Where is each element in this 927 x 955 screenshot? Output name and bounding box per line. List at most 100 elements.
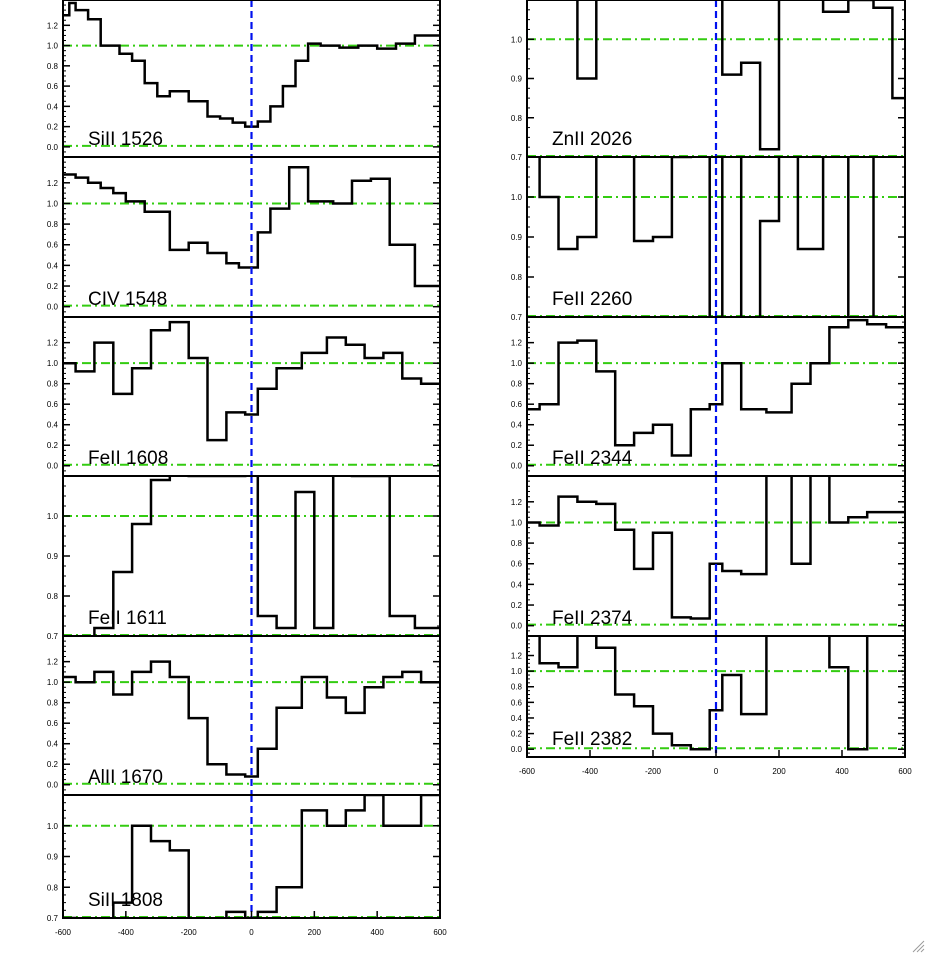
y-tick-label: 0.6	[511, 560, 523, 569]
y-tick-label: 1.0	[47, 822, 59, 831]
y-tick-label: 0.0	[47, 303, 59, 312]
y-tick-label: 0.9	[47, 853, 59, 862]
y-tick-label: 1.2	[511, 339, 523, 348]
spectrum-feii-2260	[538, 157, 875, 317]
y-tick-label: 1.0	[511, 35, 523, 44]
spectrum-znii-2026	[576, 0, 905, 151]
y-tick-label: 0.0	[511, 462, 523, 471]
x-tick-label: 200	[308, 928, 322, 937]
x-tick-label: -400	[118, 928, 135, 937]
y-tick-label: 0.2	[511, 730, 523, 739]
y-tick-label: 0.9	[511, 75, 523, 84]
x-tick-label: 600	[433, 928, 447, 937]
y-tick-label: 0.4	[47, 102, 59, 111]
panel-label-alii-1670: AlII 1670	[88, 767, 163, 788]
x-tick-label: -200	[645, 767, 662, 776]
panel-label-siii-1808: SiII 1808	[88, 890, 163, 911]
y-tick-label: 1.0	[47, 359, 59, 368]
panel-label-feii-1611: FeII 1611	[88, 608, 167, 629]
y-tick-label: 0.4	[511, 421, 523, 430]
y-tick-label: 0.6	[47, 241, 59, 250]
y-tick-label: 1.0	[511, 667, 523, 676]
y-tick-label: 0.2	[511, 441, 523, 450]
x-tick-label: 400	[370, 928, 384, 937]
y-tick-label: 1.0	[511, 518, 523, 527]
y-tick-label: 0.4	[511, 580, 523, 589]
y-tick-label: 0.8	[47, 380, 59, 389]
y-tick-label: 0.2	[511, 601, 523, 610]
spectrum-feii-2382	[538, 636, 869, 751]
y-tick-label: 0.2	[47, 441, 59, 450]
y-tick-label: 0.9	[511, 233, 523, 242]
y-tick-label: 0.2	[47, 123, 59, 132]
spectrum-feii-2344	[527, 318, 905, 457]
spectrum-alii-1670	[63, 660, 440, 778]
spectrum-feii-1611	[93, 476, 440, 636]
y-tick-label: 0.0	[511, 622, 523, 631]
x-tick-label: 0	[714, 767, 719, 776]
y-tick-label: 0.4	[47, 261, 59, 270]
y-tick-label: 0.8	[47, 699, 59, 708]
y-tick-label: 0.7	[47, 632, 59, 641]
y-tick-label: 0.7	[47, 914, 59, 923]
panel-label-feii-2260: FeII 2260	[552, 289, 632, 310]
y-tick-label: 0.0	[47, 462, 59, 471]
x-tick-label: 400	[835, 767, 849, 776]
y-tick-label: 1.0	[511, 359, 523, 368]
y-tick-label: 0.8	[511, 114, 523, 123]
y-tick-label: 0.7	[511, 153, 523, 162]
y-tick-label: 1.0	[47, 678, 59, 687]
panel-label-feii-2374: FeII 2374	[552, 608, 633, 629]
x-tick-label: -600	[55, 928, 72, 937]
y-tick-label: 0.0	[511, 745, 523, 754]
x-tick-label: -600	[519, 767, 536, 776]
x-tick-label: -200	[181, 928, 198, 937]
x-tick-label: -400	[582, 767, 599, 776]
y-tick-label: 0.6	[47, 400, 59, 409]
x-tick-label: 600	[898, 767, 912, 776]
x-axis-right: -600 -400 -200 0 200 400 600	[519, 750, 912, 776]
y-tick-label: 0.2	[47, 282, 59, 291]
resize-grip-icon[interactable]	[911, 939, 925, 953]
panel-label-feii-2382: FeII 2382	[552, 729, 632, 750]
y-tick-label: 0.4	[47, 421, 59, 430]
y-tick-label: 0.4	[511, 714, 523, 723]
y-tick-label: 0.7	[511, 313, 523, 322]
x-axis-left: -600 -400 -200 0 200 400 600	[55, 911, 447, 937]
panel-label-feii-2344: FeII 2344	[552, 448, 633, 469]
y-tick-label: 0.6	[511, 698, 523, 707]
y-tick-label: 0.8	[511, 539, 523, 548]
y-tick-label: 1.2	[511, 652, 523, 661]
x-tick-label: 200	[772, 767, 786, 776]
y-tick-label: 0.8	[47, 883, 59, 892]
y-tick-label: 0.8	[47, 220, 59, 229]
y-tick-label: 0.8	[47, 592, 59, 601]
y-tick-label: 0.0	[47, 143, 59, 152]
y-tick-label: 0.6	[47, 719, 59, 728]
panel-label-znii-2026: ZnII 2026	[552, 129, 632, 150]
y-tick-label: 1.2	[47, 339, 59, 348]
panel-label-feii-1608: FeII 1608	[88, 448, 168, 469]
y-tick-label: 1.0	[511, 193, 523, 202]
y-tick-label: 1.2	[47, 21, 59, 30]
x-tick-label: 0	[249, 928, 254, 937]
y-tick-label: 0.8	[511, 683, 523, 692]
y-tick-label: 0.8	[511, 273, 523, 282]
spectrum-siii-1808	[63, 795, 440, 918]
spectrum-feii-1608	[63, 320, 440, 442]
y-tick-label: 1.0	[47, 199, 59, 208]
y-tick-label: 0.0	[47, 781, 59, 790]
spectrum-feii-2374	[527, 476, 905, 620]
y-tick-label: 1.2	[511, 498, 523, 507]
